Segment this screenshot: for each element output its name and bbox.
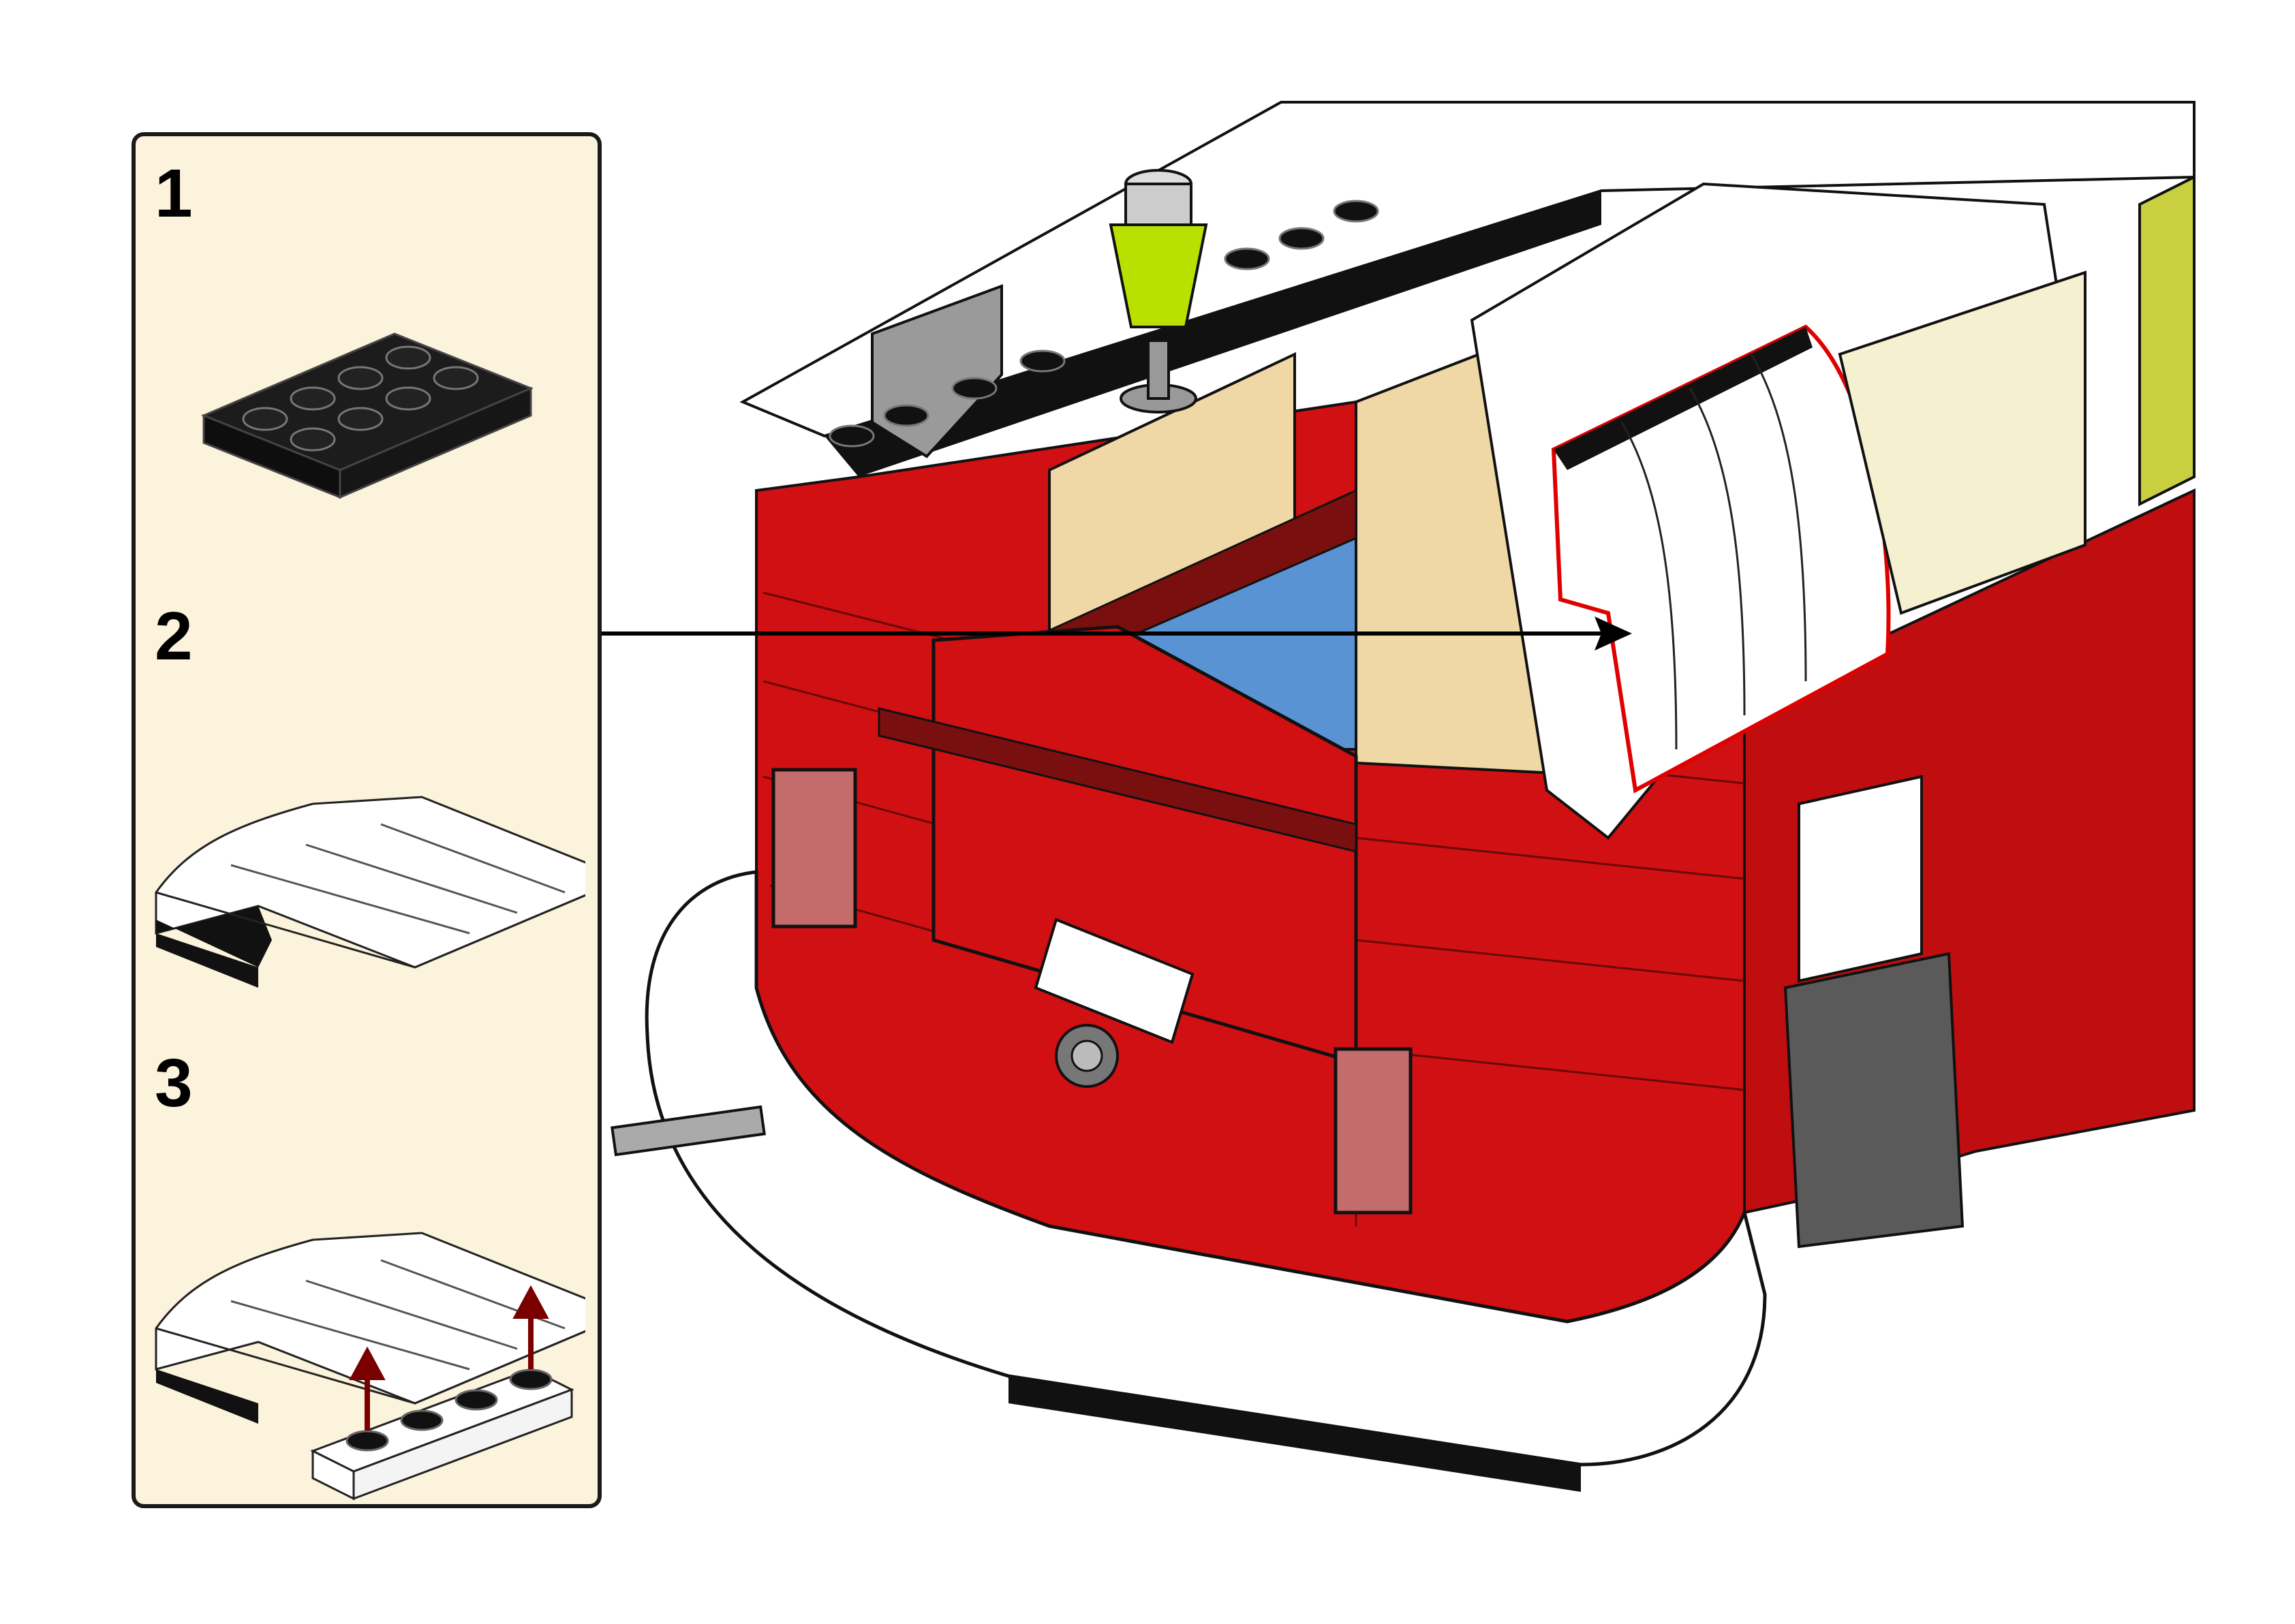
rear-hatch: [931, 625, 1358, 1065]
lava-lamp-icon: [1109, 169, 1208, 413]
license-plate: [1034, 918, 1195, 1044]
substep-number-3: 3: [155, 1045, 193, 1121]
tail-light-left: [771, 768, 857, 928]
tail-light-right: [1334, 1047, 1413, 1215]
black-plate-2x4-icon: [201, 332, 534, 499]
rear-bumper: [645, 870, 1767, 1467]
chassis-block: [1783, 952, 1965, 1249]
roof-trim: [825, 191, 1601, 477]
slope-on-plate-icon: [155, 1232, 585, 1501]
substep-number-1: 1: [155, 155, 193, 232]
substep-number-2: 2: [155, 598, 193, 674]
exhaust-pipe: [611, 1105, 766, 1157]
white-curved-slope-icon: [155, 796, 585, 988]
roof-studs: [829, 200, 1379, 448]
white-technic-brick: [1798, 775, 1923, 983]
window-curtain: [1838, 270, 2086, 615]
substep-callout-panel: 1 2 3: [132, 132, 602, 1508]
callout-pointer-arrow: [602, 616, 1632, 651]
plaid-curtain: [2138, 174, 2196, 507]
